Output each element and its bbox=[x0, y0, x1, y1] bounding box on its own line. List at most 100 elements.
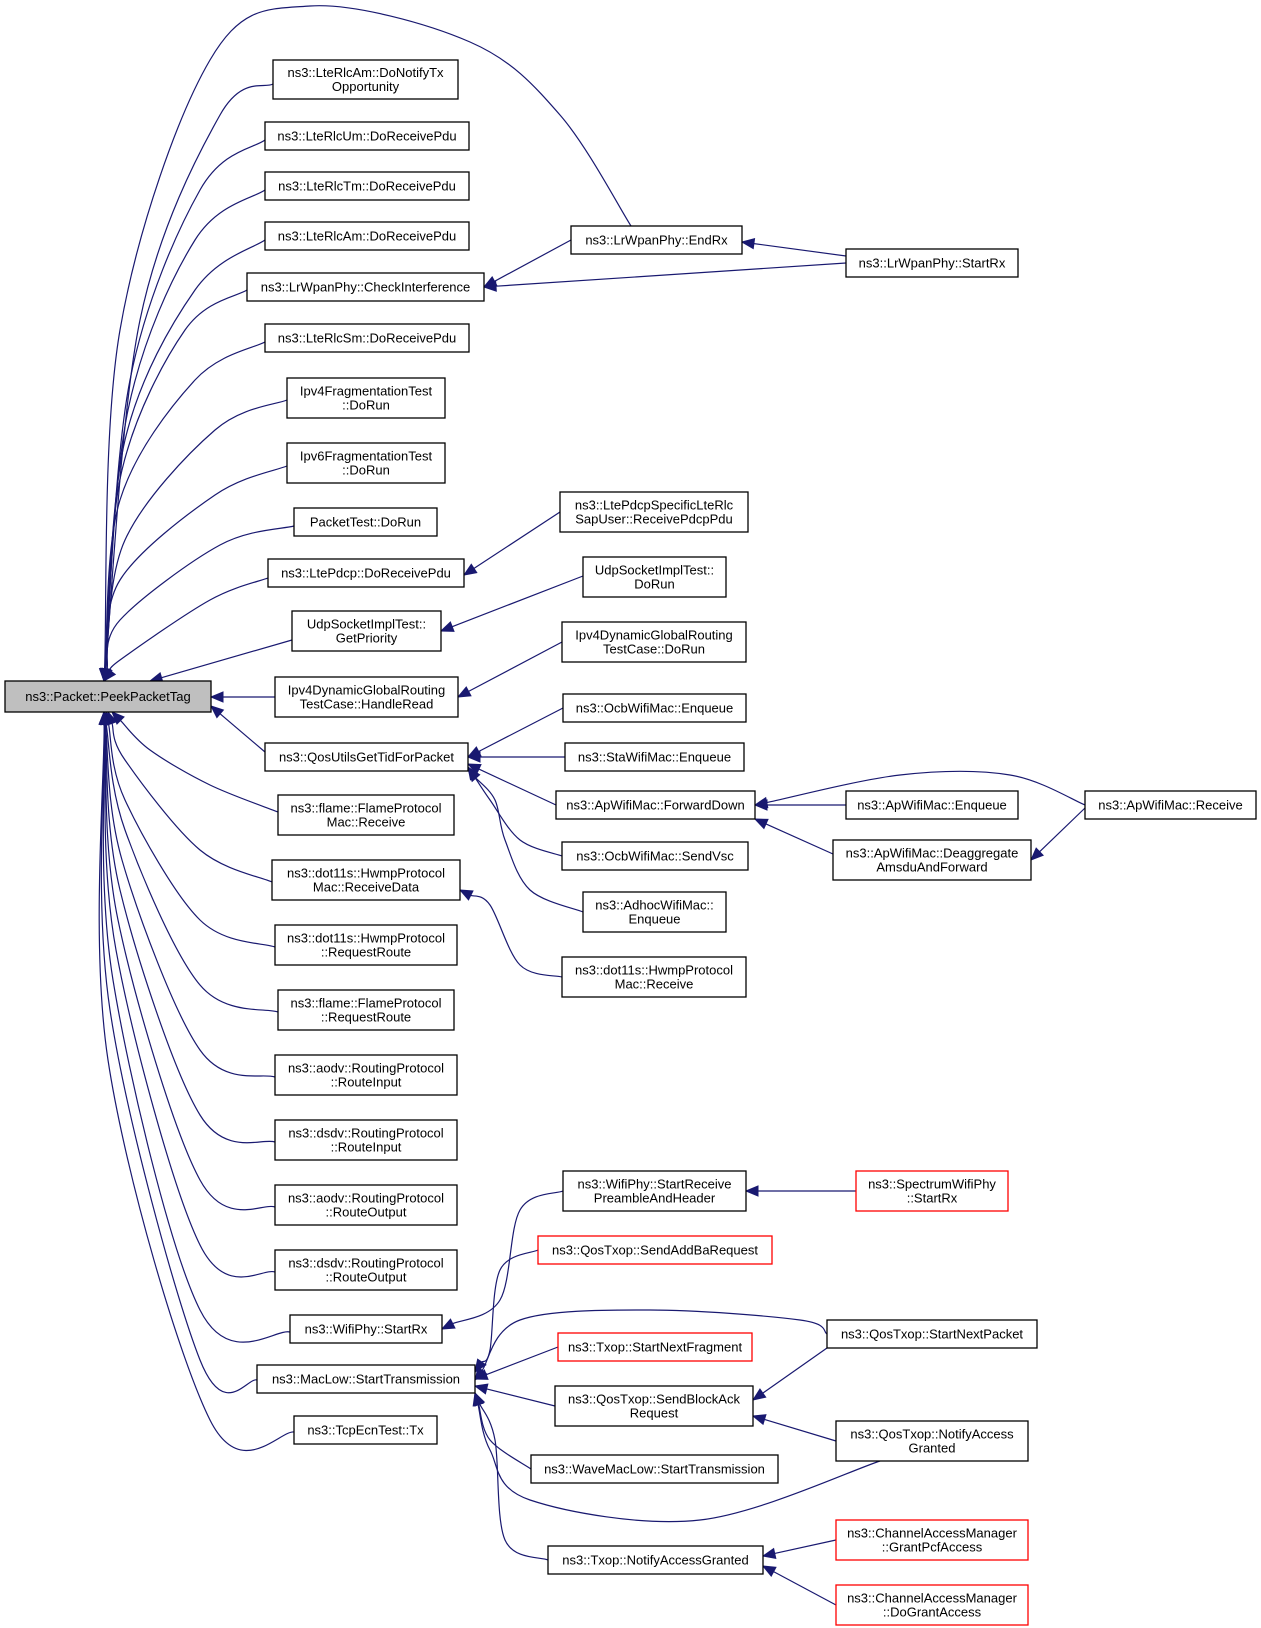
edge-n49-to-n45 bbox=[761, 1565, 837, 1606]
node-ns3-aodv-routingprotocol-routeoutput[interactable]: ns3::aodv::RoutingProtocol::RouteOutput bbox=[274, 1184, 458, 1226]
node-ns3-dot11s-hwmpprotocolmac-receivedata[interactable]: ns3::dot11s::HwmpProtocolMac::ReceiveDat… bbox=[271, 859, 461, 901]
arrowhead bbox=[98, 668, 111, 683]
node-ns3-lterlcum-doreceivepdu[interactable]: ns3::LteRlcUm::DoReceivePdu bbox=[264, 121, 470, 151]
edge-line bbox=[120, 720, 279, 813]
node-ns3-txop-startnextfragment[interactable]: ns3::Txop::StartNextFragment bbox=[557, 1332, 753, 1362]
node-label: ::RouteInput bbox=[331, 1075, 402, 1090]
node-ns3-spectrumwifiphy-startrx[interactable]: ns3::SpectrumWifiPhy::StartRx bbox=[855, 1170, 1009, 1212]
node-label: Ipv4DynamicGlobalRouting bbox=[575, 628, 733, 643]
node-box bbox=[561, 956, 747, 998]
node-ns3-wavemaclow-starttransmission[interactable]: ns3::WaveMacLow::StartTransmission bbox=[530, 1454, 779, 1484]
arrowhead bbox=[466, 763, 482, 775]
node-label: ns3::AdhocWifiMac:: bbox=[595, 898, 714, 913]
node-packettest-dorun[interactable]: PacketTest::DoRun bbox=[293, 507, 438, 537]
node-ns3-flame-flameprotocol-requestroute[interactable]: ns3::flame::FlameProtocol::RequestRoute bbox=[277, 989, 455, 1031]
node-ns3-lrwpanphy-endrx[interactable]: ns3::LrWpanPhy::EndRx bbox=[570, 225, 743, 255]
node-label: ns3::WifiPhy::StartReceive bbox=[578, 1177, 732, 1192]
node-label: ::RouteOutput bbox=[326, 1270, 407, 1285]
node-ns3-ocbwifimac-enqueue[interactable]: ns3::OcbWifiMac::Enqueue bbox=[562, 693, 747, 723]
edge-n29-to-n12 bbox=[456, 641, 563, 698]
node-ns3-tcpecntest-tx[interactable]: ns3::TcpEcnTest::Tx bbox=[293, 1415, 438, 1445]
node-label: Mac::Receive bbox=[327, 815, 406, 830]
node-ns3-ltepdcpspecificlterlcsapuser-receivepdcppdu[interactable]: ns3::LtePdcpSpecificLteRlcSapUser::Recei… bbox=[559, 491, 749, 533]
node-ns3-ocbwifimac-sendvsc[interactable]: ns3::OcbWifiMac::SendVsc bbox=[561, 841, 749, 871]
node-label: ns3::LteRlcAm::DoNotifyTx bbox=[287, 65, 444, 80]
node-ns3-qosutilsgettidforpacket[interactable]: ns3::QosUtilsGetTidForPacket bbox=[264, 742, 469, 772]
node-ns3-apwifimac-enqueue[interactable]: ns3::ApWifiMac::Enqueue bbox=[845, 790, 1019, 820]
node-ns3-lterlcsm-doreceivepdu[interactable]: ns3::LteRlcSm::DoReceivePdu bbox=[264, 323, 470, 353]
arrowhead bbox=[753, 818, 769, 830]
node-label: ns3::SpectrumWifiPhy bbox=[868, 1177, 996, 1192]
node-box bbox=[561, 841, 749, 871]
node-ns3-lrwpanphy-startrx[interactable]: ns3::LrWpanPhy::StartRx bbox=[845, 248, 1019, 278]
node-ns3-aodv-routingprotocol-routeinput[interactable]: ns3::aodv::RoutingProtocol::RouteInput bbox=[274, 1054, 458, 1096]
edge-n13-to-n0 bbox=[210, 705, 266, 753]
edge-n30-to-n13 bbox=[466, 707, 564, 758]
node-ns3-lterlctm-doreceivepdu[interactable]: ns3::LteRlcTm::DoReceivePdu bbox=[264, 171, 470, 201]
node-ns3-apwifimac-deaggregateamsduandforward[interactable]: ns3::ApWifiMac::DeaggregateAmsduAndForwa… bbox=[832, 839, 1032, 881]
edge-line bbox=[766, 770, 1086, 806]
node-ns3-dsdv-routingprotocol-routeinput[interactable]: ns3::dsdv::RoutingProtocol::RouteInput bbox=[274, 1119, 458, 1161]
node-ns3-stawifimac-enqueue[interactable]: ns3::StaWifiMac::Enqueue bbox=[564, 742, 745, 772]
node-ns3-dot11s-hwmpprotocol-requestroute[interactable]: ns3::dot11s::HwmpProtocol::RequestRoute bbox=[274, 924, 458, 966]
node-ns3-maclow-starttransmission[interactable]: ns3::MacLow::StartTransmission bbox=[256, 1364, 476, 1394]
edge-line bbox=[109, 577, 269, 672]
node-box bbox=[274, 1184, 458, 1226]
edge-n26-to-n25 bbox=[740, 237, 847, 257]
edge-line bbox=[452, 1190, 564, 1325]
node-ipv4dynamicglobalroutingtestcase-handleread[interactable]: Ipv4DynamicGlobalRoutingTestCase::Handle… bbox=[274, 676, 459, 718]
node-label: ::DoRun bbox=[342, 398, 390, 413]
node-ns3-apwifimac-forwarddown[interactable]: ns3::ApWifiMac::ForwardDown bbox=[555, 790, 756, 820]
edge-n47-to-n23 bbox=[472, 1391, 881, 1523]
node-udpsocketimpltest-getpriority[interactable]: UdpSocketImplTest::GetPriority bbox=[291, 610, 442, 652]
edge-n7-to-n0 bbox=[100, 399, 288, 683]
edge-n6-to-n0 bbox=[99, 341, 266, 683]
node-label: ns3::Packet::PeekPacketTag bbox=[25, 689, 190, 704]
node-box bbox=[246, 272, 485, 302]
edge-n48-to-n45 bbox=[761, 1539, 837, 1559]
node-box bbox=[561, 621, 747, 663]
node-udpsocketimpltest-dorun[interactable]: UdpSocketImplTest::DoRun bbox=[582, 556, 727, 598]
arrowhead bbox=[210, 705, 225, 719]
node-ns3-packet-peekpackettag[interactable]: ns3::Packet::PeekPacketTag bbox=[4, 680, 212, 713]
node-ns3-qostxop-notifyaccessgranted[interactable]: ns3::QosTxop::NotifyAccessGranted bbox=[835, 1420, 1029, 1462]
node-box bbox=[293, 507, 438, 537]
arrowhead bbox=[753, 796, 769, 809]
edge-line bbox=[481, 1249, 539, 1363]
node-ns3-dsdv-routingprotocol-routeoutput[interactable]: ns3::dsdv::RoutingProtocol::RouteOutput bbox=[274, 1249, 458, 1291]
node-label: ns3::dot11s::HwmpProtocol bbox=[287, 866, 445, 881]
node-ns3-qostxop-startnextpacket[interactable]: ns3::QosTxop::StartNextPacket bbox=[826, 1319, 1038, 1349]
node-ns3-adhocwifimac-enqueue[interactable]: ns3::AdhocWifiMac::Enqueue bbox=[582, 891, 727, 933]
node-label: ns3::aodv::RoutingProtocol bbox=[288, 1191, 444, 1206]
node-ns3-ltepdcp-doreceivepdu[interactable]: ns3::LtePdcp::DoReceivePdu bbox=[267, 558, 465, 588]
edge-n44-to-n23 bbox=[473, 1391, 532, 1470]
node-ns3-lterlcam-doreceivepdu[interactable]: ns3::LteRlcAm::DoReceivePdu bbox=[264, 221, 470, 251]
node-label: UdpSocketImplTest:: bbox=[307, 617, 426, 632]
node-ns3-channelaccessmanager-grantpcfaccess[interactable]: ns3::ChannelAccessManager::GrantPcfAcces… bbox=[835, 1519, 1029, 1561]
node-ns3-channelaccessmanager-dograntaccess[interactable]: ns3::ChannelAccessManager::DoGrantAccess bbox=[835, 1584, 1029, 1626]
node-box bbox=[274, 676, 459, 718]
arrowhead bbox=[98, 710, 110, 725]
node-ns3-apwifimac-receive[interactable]: ns3::ApWifiMac::Receive bbox=[1084, 790, 1257, 820]
node-ns3-wifiphy-startrx[interactable]: ns3::WifiPhy::StartRx bbox=[289, 1314, 443, 1344]
node-ipv4fragmentationtest-dorun[interactable]: Ipv4FragmentationTest::DoRun bbox=[286, 377, 446, 419]
node-label: ns3::LteRlcUm::DoReceivePdu bbox=[277, 129, 456, 144]
node-ns3-qostxop-sendaddbarequest[interactable]: ns3::QosTxop::SendAddBaRequest bbox=[537, 1235, 773, 1265]
node-ipv6fragmentationtest-dorun[interactable]: Ipv6FragmentationTest::DoRun bbox=[286, 442, 446, 484]
node-label: ns3::OcbWifiMac::SendVsc bbox=[576, 849, 734, 864]
node-label: TestCase::DoRun bbox=[603, 642, 705, 657]
node-ns3-txop-notifyaccessgranted[interactable]: ns3::Txop::NotifyAccessGranted bbox=[547, 1545, 764, 1575]
edge-n46-to-n43 bbox=[751, 1347, 828, 1401]
node-ns3-lrwpanphy-checkinterference[interactable]: ns3::LrWpanPhy::CheckInterference bbox=[246, 272, 485, 302]
node-box bbox=[277, 989, 455, 1031]
node-box bbox=[264, 323, 470, 353]
node-ns3-wifiphy-startreceivepreambleandheader[interactable]: ns3::WifiPhy::StartReceivePreambleAndHea… bbox=[562, 1170, 747, 1212]
arrowhead bbox=[761, 1565, 777, 1577]
edge-line bbox=[753, 243, 847, 257]
edge-line bbox=[451, 575, 584, 628]
